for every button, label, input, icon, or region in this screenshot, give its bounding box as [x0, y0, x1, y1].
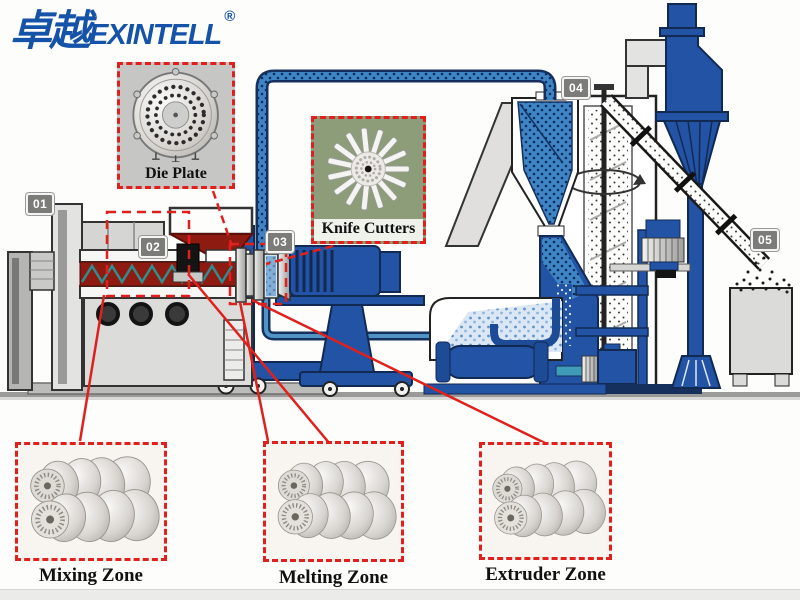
water-pump: [423, 341, 607, 395]
dryer-motor: [609, 219, 691, 278]
melting-zone-leader-2: [238, 301, 270, 442]
brand-logo: 卓越 EXINTELL ®: [10, 7, 235, 54]
station-badge-02: 02: [137, 235, 169, 259]
exhaust-duct: [625, 39, 667, 99]
mixing-zone-screws-icon: [20, 447, 162, 557]
pellets: [735, 256, 791, 294]
pellet-hopper: [511, 91, 599, 389]
melting-zone-label: Melting Zone: [278, 567, 389, 588]
water-tank: [429, 297, 563, 361]
die-plate-label: Die Plate: [145, 165, 207, 182]
melting-zone-leader: [187, 273, 331, 445]
dryer-pump: [552, 343, 702, 394]
chute-support-column: [670, 191, 722, 389]
product-bin: [729, 256, 793, 387]
pellet-chute: [599, 94, 771, 270]
knife-cutters-callout: Knife Cutters: [311, 116, 426, 244]
cyclone-separator: [655, 3, 729, 195]
knife-cutters-leader: [265, 244, 334, 266]
station-badge-05: 05: [749, 228, 781, 252]
extruder-zone-leader: [251, 298, 550, 447]
registered-mark: ®: [224, 8, 236, 25]
die-plate-photo: [120, 65, 232, 165]
knife-cutters-label: Knife Cutters: [314, 219, 423, 241]
melting-zone-screws-icon: [268, 446, 399, 558]
extruder-zone-label: Extruder Zone: [485, 564, 606, 585]
page-edge-strip: [0, 589, 800, 600]
die-plate-icon: [123, 68, 228, 162]
barrel-zone-marker: [105, 210, 191, 298]
knife-cutters-photo: [314, 119, 423, 219]
extruder-zone-callout: [479, 442, 612, 560]
mixing-zone-leader: [78, 294, 106, 442]
pellet-transport-pipe: [255, 69, 557, 250]
pelletizer-motor: [289, 245, 401, 297]
station-badge-04: 04: [560, 76, 592, 100]
die-plate-leader: [211, 190, 234, 247]
die-plate-callout: Die Plate: [117, 62, 235, 189]
mixing-zone-callout: [15, 442, 167, 561]
callout-lines: [78, 190, 550, 447]
logo-cn-text: 卓越: [10, 7, 91, 54]
station-badge-03: 03: [264, 230, 296, 254]
mixing-zone-label: Mixing Zone: [39, 565, 143, 586]
knife-cutters-icon: [317, 122, 419, 216]
die-assembly: [235, 246, 291, 303]
melting-zone-callout: [263, 441, 404, 562]
extruder-zone-screws-icon: [484, 447, 607, 556]
station-badge-01: 01: [24, 192, 56, 216]
logo-en-text: EXINTELL: [89, 18, 222, 51]
